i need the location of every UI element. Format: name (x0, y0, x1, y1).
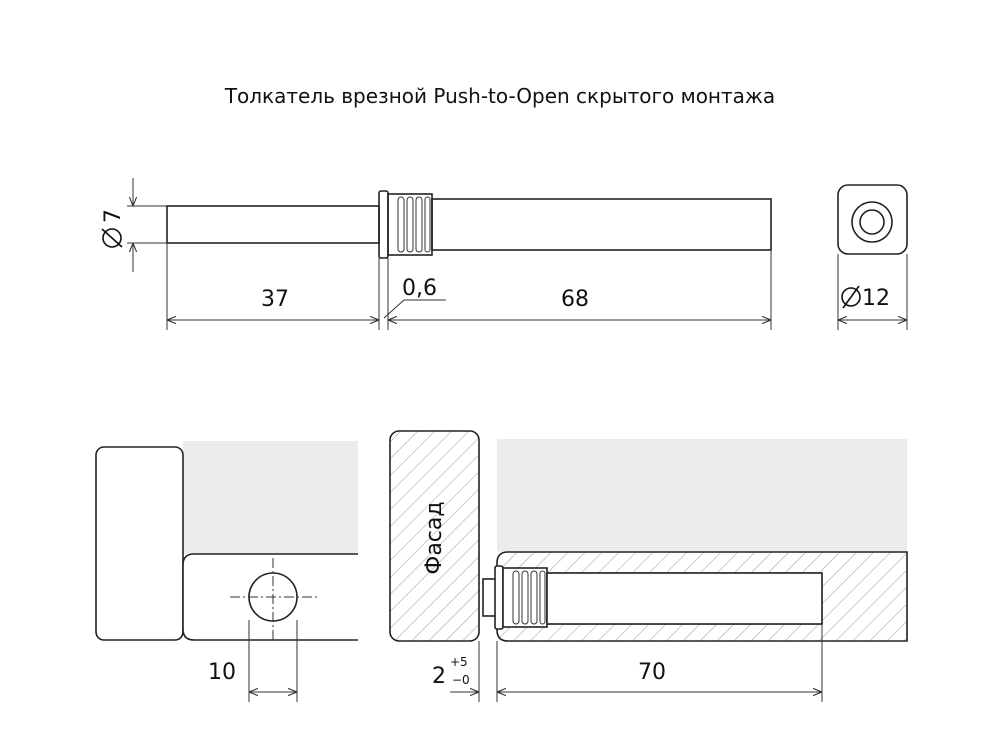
end-view-square (837, 184, 908, 255)
dim-diameter-7-value: 7 (101, 209, 126, 223)
dim-0-6-leader (383, 299, 446, 319)
mounting-hole-view: 10 (95, 441, 358, 702)
dim-gap-tol-upper: +5 (450, 655, 468, 669)
pusher-end-view: 12 (837, 184, 908, 330)
end-view-inner-ring (859, 209, 885, 235)
facade-section (389, 430, 480, 642)
dim-70-value: 70 (638, 660, 666, 685)
pusher-flange (378, 190, 389, 259)
pusher-body (431, 198, 772, 251)
cabinet-shade-right (497, 439, 907, 552)
cabinet-shade-left (183, 441, 358, 554)
pusher-side-view (166, 190, 772, 259)
dim-12-value: 12 (862, 286, 890, 311)
installed-section-view: Фасад 2 +5 −0 70 (389, 430, 908, 702)
installed-flange (494, 565, 504, 630)
collar-rings (397, 196, 431, 253)
dim-0-6-value: 0,6 (402, 276, 437, 301)
installed-collar-rings (512, 570, 546, 625)
dim-lengths-top: 37 68 0,6 (166, 243, 772, 330)
end-view-outer-ring (851, 201, 893, 243)
dim-gap-tol-lower: −0 (452, 673, 470, 687)
installed-body (546, 572, 823, 625)
diameter-symbol-icon (841, 287, 861, 307)
drawing-title: Толкатель врезной Push-to-Open скрытого … (224, 84, 775, 108)
dim-gap-value: 2 (432, 664, 446, 689)
dim-37-value: 37 (261, 287, 289, 312)
pusher-rod (166, 205, 380, 244)
dim-68-value: 68 (561, 287, 589, 312)
dim-diameter-7: 7 (101, 178, 167, 272)
dim-10-value: 10 (208, 660, 236, 685)
facade-label: Фасад (422, 501, 447, 574)
diameter-symbol-icon (102, 228, 122, 248)
door-panel-edge (95, 446, 184, 641)
